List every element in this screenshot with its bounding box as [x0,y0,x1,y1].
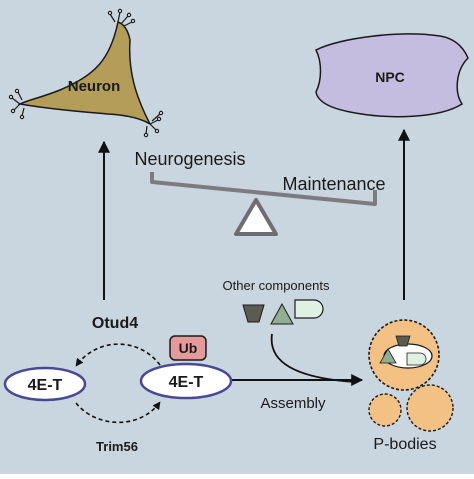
seesaw-balance: Neurogenesis Maintenance [134,149,386,236]
dendrite-spikes [8,8,164,138]
trim56-label: Trim56 [96,439,138,454]
ubiquitin-badge: Ub [169,335,207,361]
npc-label: NPC [375,69,405,85]
triangle-icon [270,302,294,325]
maintenance-label: Maintenance [282,174,385,194]
4et-left-label: 4E-T [28,377,63,394]
4et-node-left: 4E-T [3,366,87,402]
npc-cell: NPC [314,33,469,118]
otud4-label: Otud4 [92,315,138,332]
triangle-icon [379,348,397,364]
otud4-arrow [75,343,161,367]
p-body-small-left [368,393,402,427]
pill-icon [406,352,427,366]
other-components-group: Other components [223,278,330,325]
p-body-small-right [406,384,454,432]
trapezoid-icon [395,335,411,347]
neuron-cell: Neuron [8,8,164,138]
pill-icon [294,299,324,319]
4et-right-label: 4E-T [169,374,204,391]
assembly-label: Assembly [260,395,326,412]
other-components-label: Other components [223,278,330,293]
triangle-icon [234,198,278,236]
trim56-arrow [75,401,161,424]
neuron-label: Neuron [68,78,121,95]
p-bodies-label: P-bodies [373,436,436,453]
neurogenesis-label: Neurogenesis [134,149,245,169]
p-bodies-cluster: P-bodies [368,319,454,453]
4et-node-right: 4E-T [139,362,233,400]
ub-label: Ub [179,340,198,356]
trapezoid-icon [242,304,265,323]
seesaw-beam [150,172,377,206]
